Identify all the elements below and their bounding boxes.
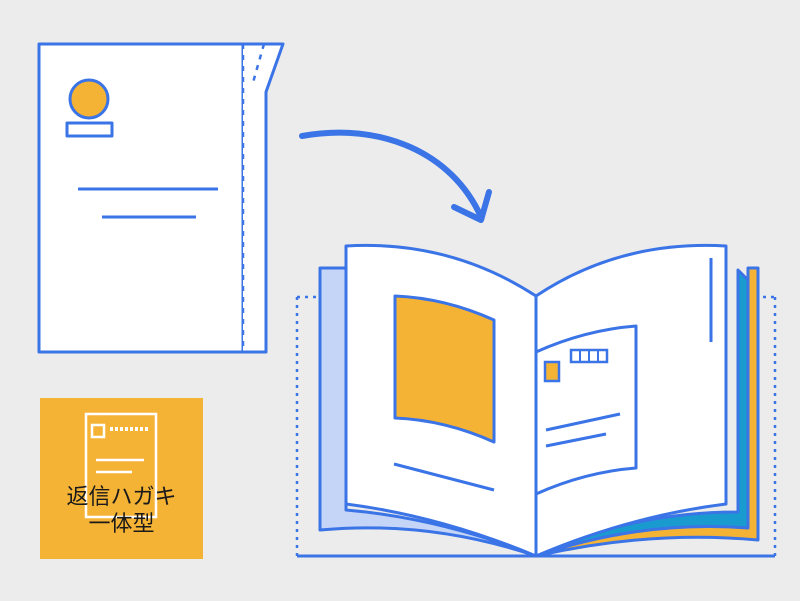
curved-arrow-icon [299, 129, 492, 223]
open-booklet [295, 243, 777, 558]
badge-label: 返信ハガキ 一体型 [40, 484, 203, 538]
reply-postcard-badge: 返信ハガキ 一体型 [40, 398, 203, 559]
text-line [545, 432, 607, 448]
reply-postcard [534, 324, 638, 496]
postcard-icon [84, 412, 158, 519]
profile-circle-icon [68, 78, 110, 120]
photo-block [393, 294, 496, 444]
text-line [393, 462, 495, 492]
booklet-dotted-frame [295, 295, 777, 556]
badge-label-line1: 返信ハガキ [66, 485, 177, 510]
text-line [545, 412, 621, 432]
stamp-icon [543, 360, 561, 383]
badge-label-line2: 一体型 [88, 512, 155, 537]
flyer-sheet [37, 42, 285, 354]
name-plate [65, 121, 114, 138]
